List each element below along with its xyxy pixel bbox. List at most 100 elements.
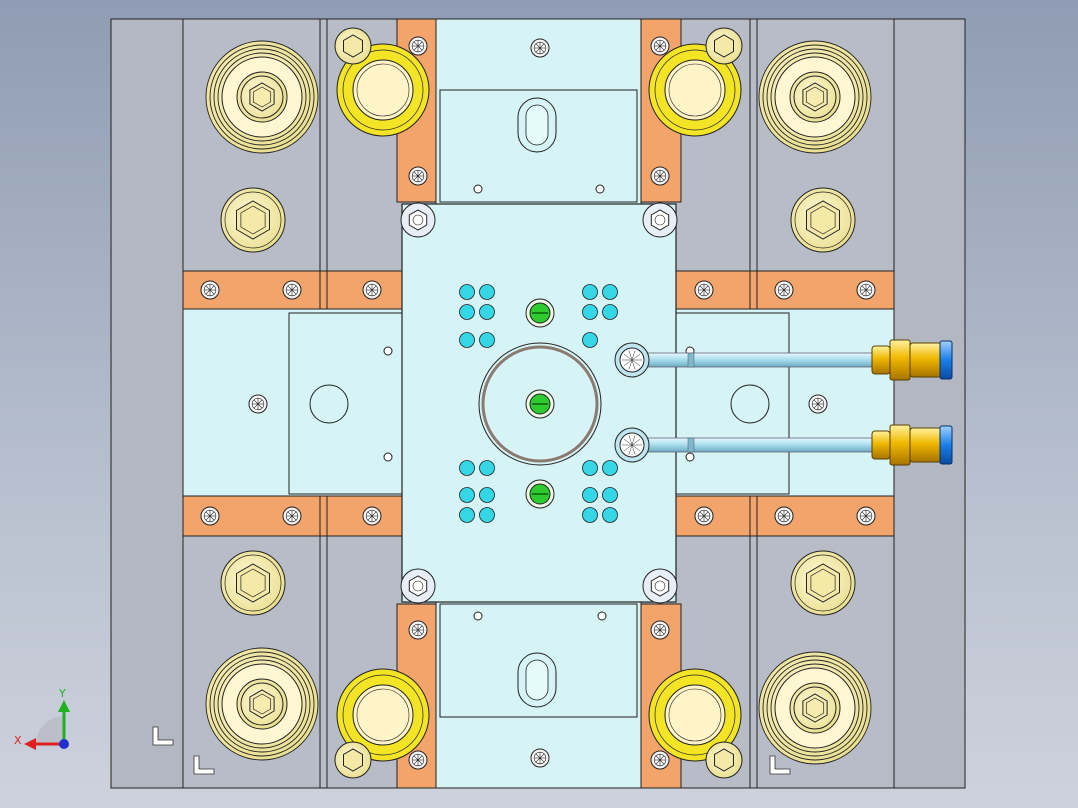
coolant-hole[interactable]	[479, 332, 495, 348]
small-screw[interactable]	[650, 36, 670, 56]
coolant-hole[interactable]	[602, 460, 618, 476]
socket-cap-screw[interactable]	[220, 187, 286, 253]
return-pin-ring[interactable]	[648, 668, 742, 762]
socket-cap-screw[interactable]	[220, 550, 286, 616]
small-screw[interactable]	[248, 394, 268, 414]
small-screw[interactable]	[200, 280, 220, 300]
pin-hole	[685, 452, 695, 462]
right-slide-block[interactable]	[675, 312, 790, 495]
coolant-hole[interactable]	[602, 304, 618, 320]
bore-hole	[309, 384, 349, 424]
small-screw[interactable]	[650, 166, 670, 186]
small-screw[interactable]	[282, 506, 302, 526]
ejector-slot[interactable]	[517, 97, 557, 153]
small-screw[interactable]	[694, 280, 714, 300]
insert-hex-nut[interactable]	[400, 202, 436, 238]
small-screw[interactable]	[530, 748, 550, 768]
small-screw[interactable]	[650, 750, 670, 770]
guide-pillar[interactable]	[205, 647, 319, 761]
small-screw[interactable]	[408, 620, 428, 640]
locating-screw[interactable]	[525, 298, 555, 328]
coolant-hole[interactable]	[602, 507, 618, 523]
coolant-hole[interactable]	[459, 284, 475, 300]
locating-screw[interactable]	[525, 389, 555, 419]
coolant-hole[interactable]	[479, 304, 495, 320]
pin-hole	[473, 611, 483, 621]
quick-connector-lower[interactable]	[614, 424, 953, 466]
release-collar[interactable]	[939, 425, 953, 465]
return-pin-ring[interactable]	[336, 43, 430, 137]
y-axis-label: Y	[58, 687, 66, 700]
bore-hole	[730, 384, 770, 424]
coolant-hose[interactable]	[631, 437, 875, 453]
coolant-hole[interactable]	[582, 507, 598, 523]
coolant-hole[interactable]	[479, 507, 495, 523]
coolant-hole[interactable]	[582, 332, 598, 348]
stop-nut[interactable]	[705, 741, 743, 779]
coolant-hole[interactable]	[459, 507, 475, 523]
coolant-hole[interactable]	[582, 460, 598, 476]
locating-screw[interactable]	[525, 479, 555, 509]
pin-hole	[473, 184, 483, 194]
small-screw[interactable]	[856, 280, 876, 300]
coolant-hole[interactable]	[459, 460, 475, 476]
coolant-hole[interactable]	[479, 487, 495, 503]
pin-hole	[597, 611, 607, 621]
z-axis-dot	[59, 739, 69, 749]
x-axis-label: X	[14, 734, 22, 747]
coolant-hole[interactable]	[479, 460, 495, 476]
view-marker	[769, 755, 791, 775]
left-slide-block[interactable]	[288, 312, 403, 495]
pin-hole	[383, 452, 393, 462]
coolant-hole[interactable]	[459, 332, 475, 348]
small-screw[interactable]	[856, 506, 876, 526]
coolant-hole[interactable]	[602, 284, 618, 300]
socket-cap-screw[interactable]	[790, 187, 856, 253]
small-screw[interactable]	[650, 620, 670, 640]
center-boss[interactable]	[478, 342, 602, 466]
small-screw[interactable]	[200, 506, 220, 526]
right-rail[interactable]	[893, 18, 966, 789]
small-screw[interactable]	[774, 280, 794, 300]
stop-nut[interactable]	[705, 27, 743, 65]
small-screw[interactable]	[774, 506, 794, 526]
insert-hex-nut[interactable]	[400, 568, 436, 604]
small-screw[interactable]	[408, 750, 428, 770]
socket-cap-screw[interactable]	[790, 550, 856, 616]
return-pin-ring[interactable]	[648, 43, 742, 137]
coolant-hole[interactable]	[479, 284, 495, 300]
coolant-hole[interactable]	[582, 487, 598, 503]
coolant-hole[interactable]	[459, 304, 475, 320]
guide-pillar[interactable]	[758, 651, 872, 765]
stop-nut[interactable]	[334, 741, 372, 779]
release-collar[interactable]	[939, 340, 953, 380]
coolant-hose[interactable]	[631, 352, 875, 368]
coolant-hole[interactable]	[602, 487, 618, 503]
coolant-hole[interactable]	[459, 487, 475, 503]
coordinate-triad[interactable]: XY	[14, 687, 70, 750]
stop-nut[interactable]	[334, 27, 372, 65]
small-screw[interactable]	[808, 394, 828, 414]
view-marker	[193, 755, 215, 775]
return-pin-ring[interactable]	[336, 668, 430, 762]
small-screw[interactable]	[530, 38, 550, 58]
guide-pillar[interactable]	[758, 40, 872, 154]
ejector-slot[interactable]	[517, 652, 557, 708]
small-screw[interactable]	[408, 166, 428, 186]
small-screw[interactable]	[282, 280, 302, 300]
small-screw[interactable]	[694, 506, 714, 526]
coolant-hole[interactable]	[582, 304, 598, 320]
left-rail[interactable]	[110, 18, 184, 789]
small-screw[interactable]	[362, 280, 382, 300]
pin-hole	[383, 346, 393, 356]
insert-hex-nut[interactable]	[642, 568, 678, 604]
quick-connector-upper[interactable]	[614, 339, 953, 381]
pin-hole	[595, 184, 605, 194]
coolant-hole[interactable]	[582, 284, 598, 300]
small-screw[interactable]	[408, 36, 428, 56]
insert-hex-nut[interactable]	[642, 202, 678, 238]
small-screw[interactable]	[362, 506, 382, 526]
guide-pillar[interactable]	[205, 40, 319, 154]
